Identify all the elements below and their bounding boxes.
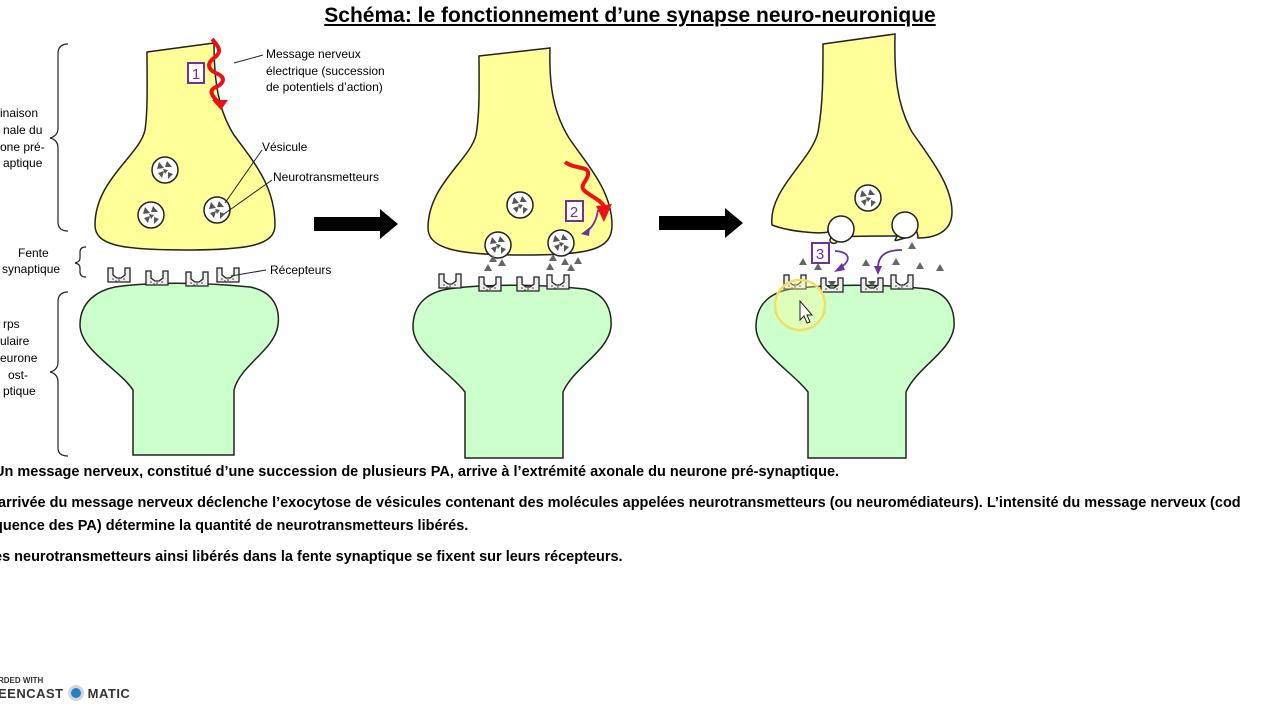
vesicle-icon [854,184,882,212]
fused-vesicle-icon [827,215,855,243]
binding-arrow-icon [877,249,903,269]
fente-label-1: Fente [18,246,49,260]
fused-vesicle-icon [891,211,919,239]
step-2-box [565,200,584,222]
neurotransmitter-icon [546,263,554,270]
vesicle-icon [547,229,575,257]
paragraph-step-3: es neurotransmetteurs ainsi libérés dans… [0,549,623,565]
terminaison-label-1: inaison [0,106,38,120]
neurotransmitter-icon [814,263,822,270]
terminaison-label-4: aptique [3,156,43,170]
nerve-signal-arrowhead-icon [212,100,228,110]
corps-label-2: ulaire [0,334,30,348]
message-label-1: Message nerveux [266,47,361,61]
screencast-logo-icon [67,685,84,701]
neurotransmitter-icon [799,258,807,265]
terminaison-label-2: nale du [3,123,42,137]
neurotransmitter-icon [567,264,575,271]
binding-arrowhead-icon [874,266,882,275]
terminaison-label-3: one pré- [0,140,45,154]
step-1-box [187,62,205,84]
step-1-label: 1 [192,66,200,83]
receptor-icon [546,274,570,290]
paragraph-step-2-line-2: quence des PA) détermine la quantité de … [0,518,469,534]
paragraph-step-2-line-1: ’arrivée du message nerveux déclenche l’… [0,495,1241,511]
postsynaptic-neuron-2 [412,284,612,459]
receptor-icon [890,274,914,290]
neurotransmetteurs-label: Neurotransmetteurs [273,170,379,184]
neurotransmitter-icon [916,262,924,269]
receptor-bound-icon [820,277,844,293]
corps-label-5: ptique [3,384,36,398]
neurotransmitter-icon [936,264,944,271]
postsynaptic-neuron-1 [79,282,280,456]
panel-2: 2 [412,47,613,459]
neurotransmitter-icon [892,258,900,265]
mouse-cursor-icon [799,299,814,324]
presynaptic-terminal-2 [427,47,613,256]
neurotransmitter-icon [498,259,506,266]
vesicle-icon [151,156,179,184]
step-3-box [811,242,830,264]
message-label-3: de potentiels d’action) [266,80,383,94]
receptor-icon [107,267,131,283]
panel-1: 1 Message nerveux électrique (succession… [79,37,385,456]
neurotransmitter-icon [484,264,492,271]
receptor-bound-icon [860,277,884,293]
watermark-line-1: RDED WITH [0,676,44,685]
watermark-line-3: MATIC [87,685,131,701]
panel-3: 3 [755,33,955,459]
exocytosis-arrowhead-icon [581,227,590,236]
step-2-label: 2 [570,204,578,221]
corps-label-1: rps [3,317,20,331]
transition-arrow-icon [659,208,743,238]
left-brackets [49,43,87,457]
screencast-watermark: RDED WITH EENCAST MATIC [0,676,130,701]
transition-arrow-icon [314,209,398,239]
neurotransmitter-icon [561,258,569,265]
watermark-line-2: EENCAST [0,685,64,701]
receptor-icon [438,273,462,289]
nerve-signal-icon [563,160,606,208]
vesicle-icon [506,191,534,219]
paragraph-step-1: Un message nerveux, constitué d’une succ… [0,464,840,480]
corps-label-4: ost- [8,368,28,382]
neurotransmitter-icon [574,257,582,264]
neurotransmitter-icon [862,259,870,266]
receptor-icon [145,270,169,286]
binding-arrowhead-icon [834,263,845,272]
step-3-label: 3 [816,246,824,263]
neurotransmitter-icon [908,242,916,249]
page-title: Schéma: le fonctionnement d’une synapse … [324,4,936,27]
recepteurs-label: Récepteurs [270,263,331,277]
fente-label-2: synaptique [2,262,60,276]
receptor-icon [185,271,209,287]
vesicle-icon [137,201,165,229]
synapse-diagram: inaison nale du one pré- aptique Fente s… [0,33,955,459]
presynaptic-terminal-1 [94,42,276,251]
corps-label-3: eurone [0,351,38,365]
presynaptic-terminal-3 [771,33,953,245]
receptor-icon [478,276,502,292]
message-label-2: électrique (succession [266,64,385,78]
nerve-signal-icon [207,37,225,106]
vesicule-label: Vésicule [262,140,308,154]
receptor-icon [516,276,540,292]
nerve-signal-arrowhead-icon [596,204,612,222]
vesicle-icon [484,231,512,259]
